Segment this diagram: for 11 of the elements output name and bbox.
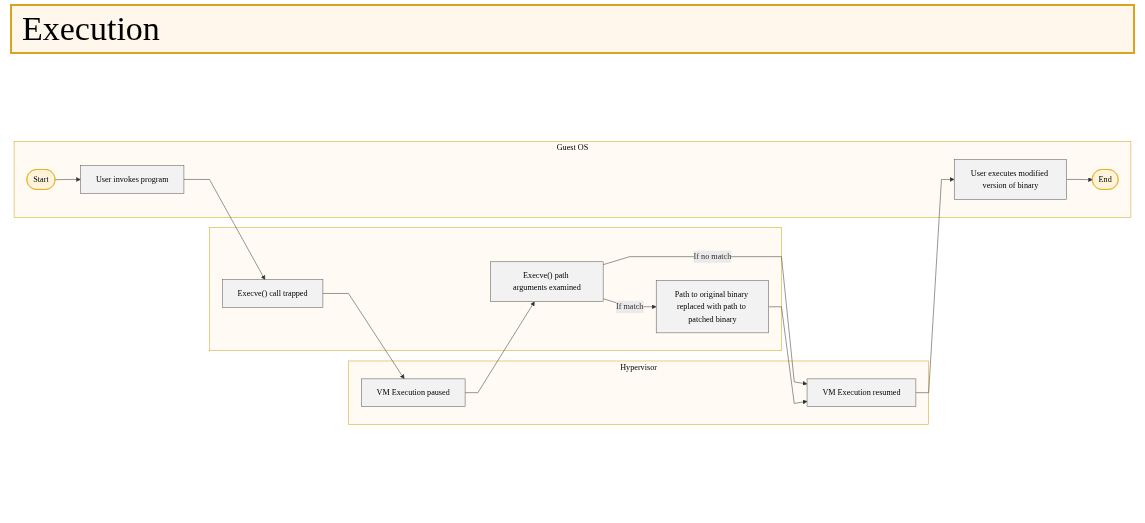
diagram-title: Execution <box>10 4 1135 54</box>
node-box: Path to original binary replaced with path to patched binary <box>655 280 769 334</box>
cluster <box>209 227 782 351</box>
node-box: User executes modified version of binary <box>954 159 1067 200</box>
node-box: User invokes program <box>80 165 185 194</box>
node-box: Execve() path arguments examined <box>490 261 604 302</box>
node-box: VM Execution resumed <box>806 378 917 407</box>
edge-label: If match <box>615 302 644 311</box>
edge-label: If no match <box>693 252 732 261</box>
node-box: Execve() call trapped <box>222 279 324 308</box>
node-box: VM Execution paused <box>361 378 466 407</box>
